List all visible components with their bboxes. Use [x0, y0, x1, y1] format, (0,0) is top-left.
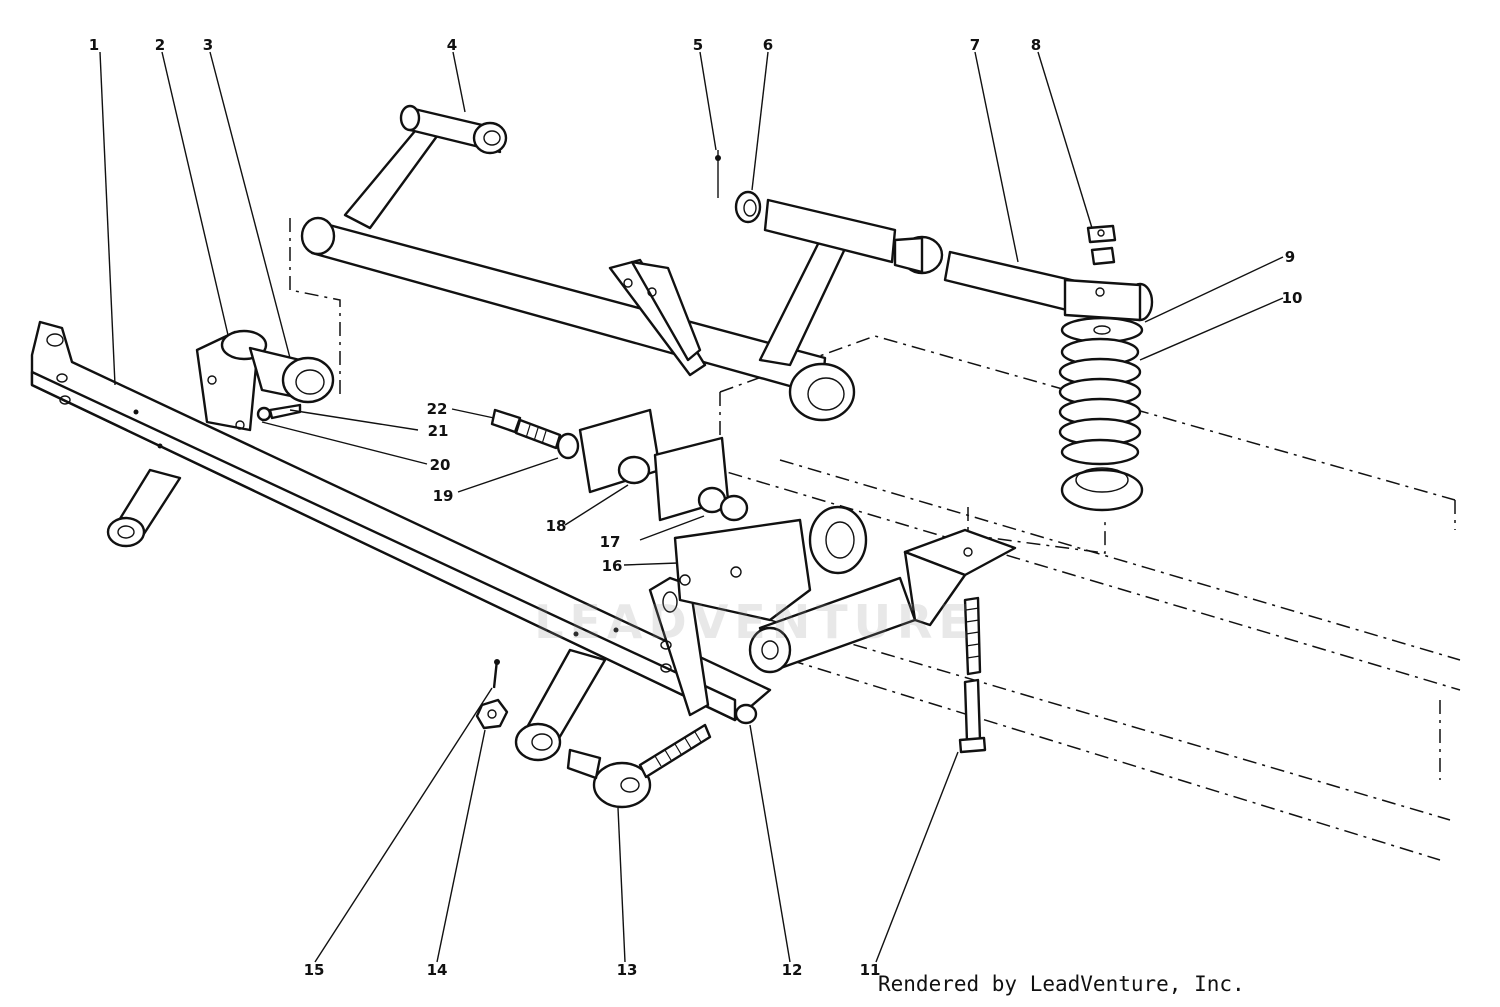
- small-washer: [256, 403, 302, 422]
- frame-bracket: [903, 528, 1017, 627]
- callout-10: 10: [1282, 289, 1303, 307]
- callout-1: 1: [89, 36, 99, 54]
- pivot-bracket: [195, 329, 335, 432]
- callout-16: 16: [602, 557, 623, 575]
- callout-14: 14: [427, 961, 448, 979]
- footer-credit: Rendered by LeadVenture, Inc.: [878, 972, 1245, 996]
- callout-17: 17: [600, 533, 621, 551]
- castle-nut: [475, 698, 509, 730]
- callout-15: 15: [304, 961, 325, 979]
- callout-18: 18: [546, 517, 567, 535]
- callout-2: 2: [155, 36, 165, 54]
- callout-22: 22: [427, 400, 448, 418]
- king-pin-bolt: [958, 596, 987, 754]
- callout-3: 3: [203, 36, 213, 54]
- callout-6: 6: [763, 36, 773, 54]
- watermark: LEADVENTURE: [534, 595, 976, 649]
- spring-shaft: [943, 250, 1154, 322]
- lock-nut: [1086, 224, 1117, 266]
- upper-cross-tube: [715, 150, 944, 275]
- callout-20: 20: [430, 456, 451, 474]
- flange-nut: [734, 703, 758, 725]
- axle-bar: [30, 320, 772, 722]
- callout-11: 11: [860, 961, 881, 979]
- callout-9: 9: [1285, 248, 1295, 266]
- callout-8: 8: [1031, 36, 1041, 54]
- tie-rod-end: [566, 723, 712, 809]
- lower-bracket-stack: [578, 408, 868, 622]
- callout-4: 4: [447, 36, 457, 54]
- left-spindle-arm: [106, 468, 182, 548]
- callout-13: 13: [617, 961, 638, 979]
- spindle-tube: [748, 576, 917, 674]
- callout-5: 5: [693, 36, 703, 54]
- coil-spring: [1058, 337, 1144, 512]
- callout-21: 21: [428, 422, 449, 440]
- callout-12: 12: [782, 961, 803, 979]
- leader-lines: [99, 51, 1284, 963]
- frame-phantom-outline: [289, 218, 1461, 861]
- callout-19: 19: [433, 487, 454, 505]
- callout-labels: 1 2 3 4 5 6 7 8 9 10 11 12 13 14 15 16 1…: [89, 36, 1303, 979]
- right-spindle-arm: [514, 648, 607, 762]
- main-pivot-tube: [300, 104, 856, 422]
- callout-7: 7: [970, 36, 980, 54]
- pivot-bolt: [490, 408, 580, 460]
- cotter-pin: [492, 659, 500, 689]
